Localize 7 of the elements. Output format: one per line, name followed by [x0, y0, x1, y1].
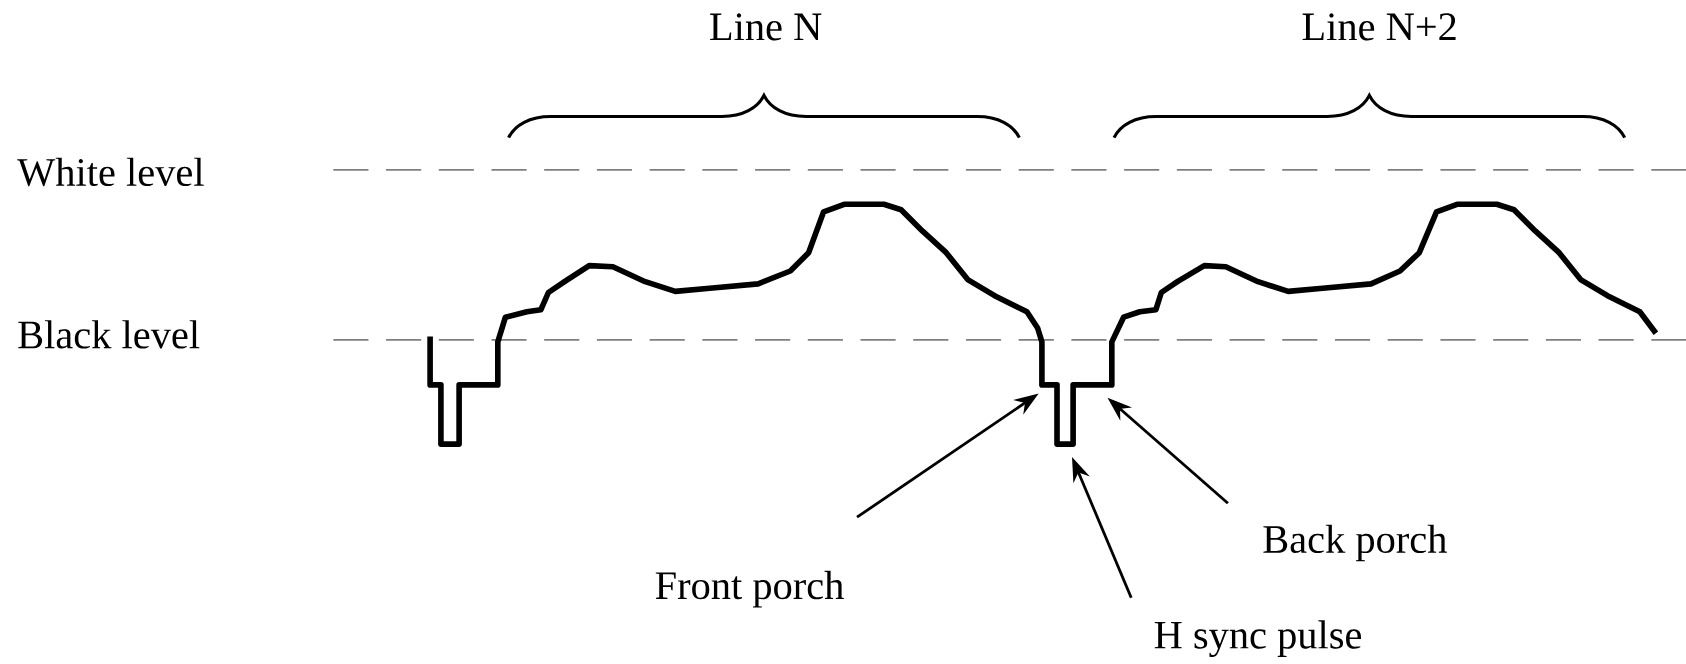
label: Black level — [18, 319, 200, 349]
callout-text: Front porch — [655, 570, 844, 608]
label: Line N+2 — [1302, 13, 1456, 41]
label: Line N — [710, 13, 822, 41]
callout-text: H sync pulse — [1154, 620, 1361, 657]
callout-text: Back porch — [1263, 524, 1447, 562]
label: White level — [17, 157, 204, 187]
